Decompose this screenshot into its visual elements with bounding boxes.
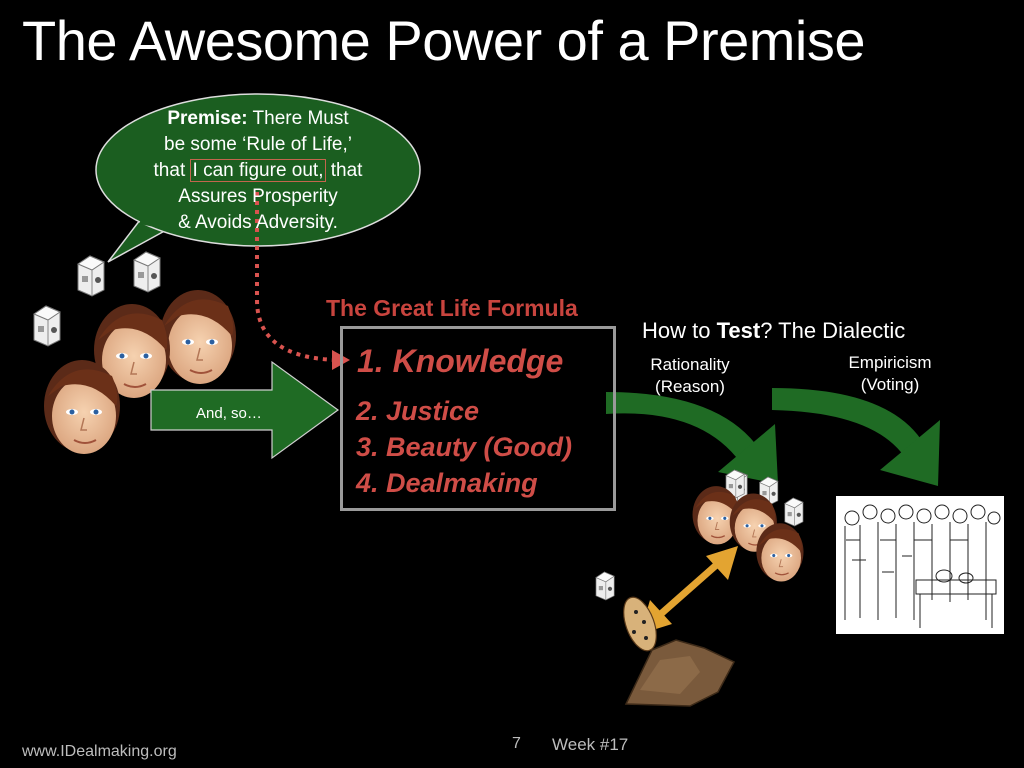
reason-text: (Reason): [655, 377, 725, 396]
premise-line3-post: that: [325, 160, 363, 181]
and-so-arrow: [150, 360, 340, 460]
formula-title: The Great Life Formula: [326, 295, 578, 321]
page-number: 7: [512, 735, 521, 752]
premise-line3-pre: that: [153, 160, 191, 181]
empiricism-label: Empiricism (Voting): [838, 352, 942, 396]
empiricism-text: Empiricism: [848, 353, 932, 372]
test-heading: How to Test? The Dialectic: [642, 318, 905, 344]
footer-url: www.IDealmaking.org: [22, 743, 177, 760]
test-bold: Test: [716, 318, 761, 343]
double-headed-arrow: [640, 546, 738, 634]
test-prefix: How to: [642, 318, 717, 343]
premise-text: Premise: There Must be some ‘Rule of Lif…: [118, 106, 398, 236]
formula-item-knowledge: 1. Knowledge: [357, 343, 564, 379]
milk-carton-icon: [595, 571, 615, 601]
premise-line1: There Must: [247, 108, 349, 129]
voting-text: (Voting): [860, 375, 920, 394]
and-so-label: And, so…: [196, 405, 262, 422]
premise-line5: & Avoids Adversity.: [178, 212, 338, 233]
voting-crowd-illustration: [836, 496, 1004, 634]
week-label: Week #17: [552, 735, 629, 754]
formula-box: 1. Knowledge 2. Justice 3. Beauty (Good)…: [340, 326, 616, 511]
rationality-arrow: [606, 392, 778, 484]
empiricism-arrow: [772, 388, 940, 486]
rationality-label: Rationality (Reason): [642, 354, 738, 398]
premise-highlight: I can figure out,: [189, 159, 327, 182]
formula-item-justice: 2. Justice: [356, 396, 480, 426]
premise-line2: be some ‘Rule of Life,’: [164, 134, 352, 155]
slide-title: The Awesome Power of a Premise: [22, 9, 866, 72]
formula-item-beauty: 3. Beauty (Good): [356, 432, 573, 462]
formula-item-dealmaking: 4. Dealmaking: [356, 468, 538, 498]
premise-line4: Assures Prosperity: [178, 186, 338, 207]
rationality-text: Rationality: [650, 355, 730, 374]
premise-speech-bubble: [95, 93, 421, 263]
rock-illustration: [623, 596, 736, 707]
premise-label: Premise:: [167, 108, 248, 129]
test-suffix: ? The Dialectic: [760, 318, 906, 343]
